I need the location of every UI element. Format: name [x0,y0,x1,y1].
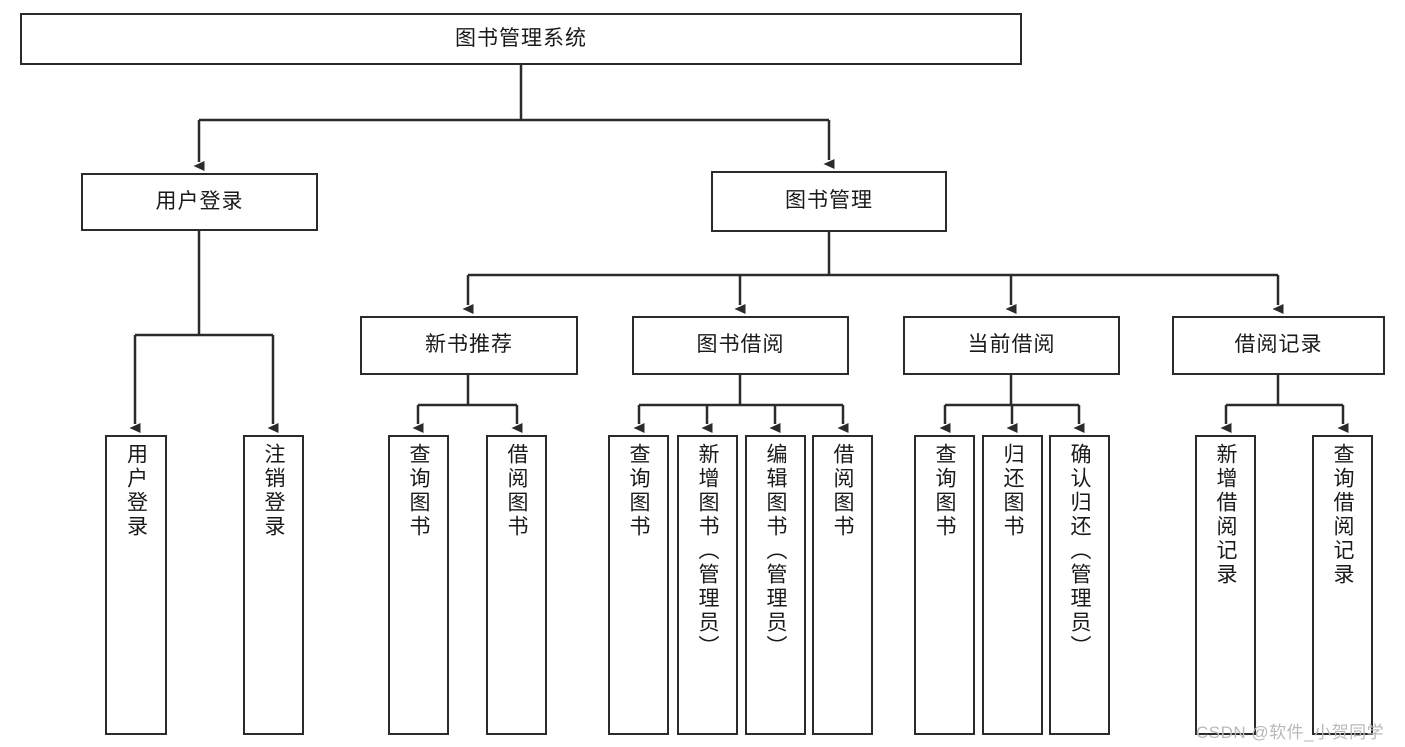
leaf-user-logout-label: 注销登录 [262,443,285,539]
leaf-query-book-recommend[interactable]: 查询图书 [388,435,449,735]
leaf-user-login[interactable]: 用户登录 [105,435,167,735]
leaf-add-book-label: 新增图书（管理员） [696,443,719,659]
node-user-login-label: 用户登录 [155,189,244,213]
leaf-return-book[interactable]: 归还图书 [982,435,1043,735]
node-user-login[interactable]: 用户登录 [81,173,318,231]
node-root[interactable]: 图书管理系统 [20,13,1022,65]
leaf-user-login-label: 用户登录 [124,443,148,539]
node-book-management[interactable]: 图书管理 [711,171,947,232]
leaf-add-borrow-record[interactable]: 新增借阅记录 [1195,435,1256,735]
leaf-add-book[interactable]: 新增图书（管理员） [677,435,738,735]
leaf-query-borrow-record[interactable]: 查询借阅记录 [1312,435,1373,735]
leaf-query-book-borrow-label: 查询图书 [627,443,650,539]
leaf-confirm-return-label: 确认归还（管理员） [1068,443,1091,659]
node-book-management-label: 图书管理 [785,189,873,213]
node-book-borrow[interactable]: 图书借阅 [632,316,849,375]
node-new-book-recommend-label: 新书推荐 [425,333,513,357]
node-book-borrow-label: 图书借阅 [696,333,785,357]
node-borrow-records[interactable]: 借阅记录 [1172,316,1385,375]
csdn-watermark: CSDN @软件_小贺同学 [1196,723,1385,742]
leaf-edit-book-label: 编辑图书（管理员） [764,443,787,659]
leaf-borrow-book-recommend[interactable]: 借阅图书 [486,435,547,735]
leaf-edit-book[interactable]: 编辑图书（管理员） [745,435,806,735]
node-borrow-records-label: 借阅记录 [1234,333,1323,357]
leaf-return-book-label: 归还图书 [1001,443,1024,539]
leaf-query-book-current-label: 查询图书 [933,443,956,539]
leaf-query-book-current[interactable]: 查询图书 [914,435,975,735]
leaf-borrow-book-label: 借阅图书 [831,443,854,539]
leaf-add-borrow-record-label: 新增借阅记录 [1214,443,1237,587]
leaf-query-book-recommend-label: 查询图书 [407,443,430,539]
leaf-borrow-book[interactable]: 借阅图书 [812,435,873,735]
leaf-query-borrow-record-label: 查询借阅记录 [1331,443,1354,587]
leaf-confirm-return[interactable]: 确认归还（管理员） [1049,435,1110,735]
node-new-book-recommend[interactable]: 新书推荐 [360,316,578,375]
node-current-borrow[interactable]: 当前借阅 [903,316,1120,375]
leaf-user-logout[interactable]: 注销登录 [243,435,304,735]
leaf-query-book-borrow[interactable]: 查询图书 [608,435,669,735]
leaf-borrow-book-recommend-label: 借阅图书 [505,443,528,539]
node-root-label: 图书管理系统 [455,26,587,50]
node-current-borrow-label: 当前借阅 [967,333,1056,357]
